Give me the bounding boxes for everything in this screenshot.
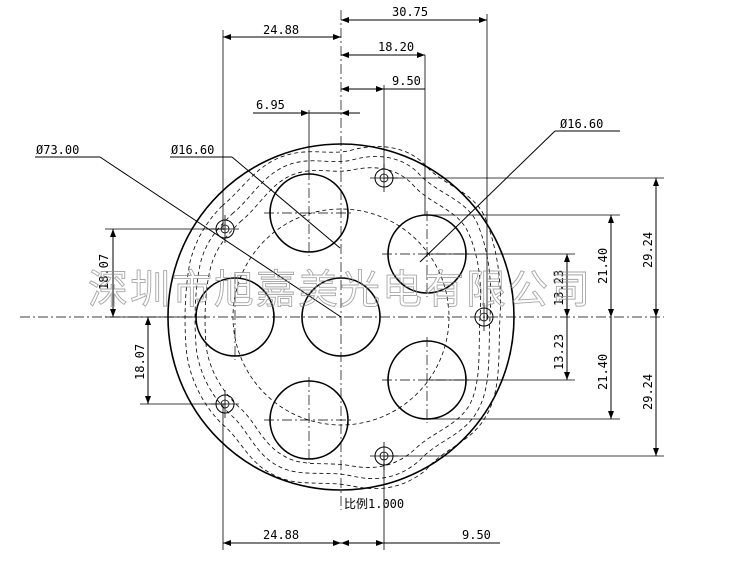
left-dimension-lines: [105, 228, 225, 405]
dim-30-75: 30.75: [392, 5, 428, 19]
dim-13-23-bottom: 13.23: [552, 334, 566, 370]
hole-center: [301, 277, 381, 357]
dim-9-50-bottom: 9.50: [462, 528, 491, 542]
dim-18-07-bottom: 18.07: [133, 344, 147, 380]
bottom-dimension-lines: [222, 404, 500, 550]
dim-diameter-73: Ø73.00: [36, 143, 79, 157]
inner-contour-dashed-2: [204, 167, 482, 468]
dim-18-07-top: 18.07: [97, 254, 111, 290]
dim-6-95: 6.95: [256, 98, 285, 112]
dim-24-88-top: 24.88: [263, 23, 299, 37]
inner-contour-dashed-3: [184, 146, 501, 489]
dim-21-40-bottom: 21.40: [596, 354, 610, 390]
dim-29-24-top: 29.24: [641, 232, 655, 268]
dim-diameter-16-60-left: Ø16.60: [171, 143, 214, 157]
dim-29-24-bottom: 29.24: [641, 374, 655, 410]
diameter-leaders: [35, 130, 620, 318]
watermark-text: 深圳市旭嘉美光电有限公司: [88, 267, 592, 313]
dim-9-50-top: 9.50: [392, 74, 421, 88]
dim-21-40-top: 21.40: [596, 248, 610, 284]
right-dimension-lines: [384, 177, 664, 457]
top-dimension-lines: [222, 14, 488, 320]
dim-13-23-top: 13.23: [552, 270, 566, 306]
scale-label: 比例1.000: [344, 497, 404, 511]
dim-diameter-16-60-right: Ø16.60: [560, 117, 603, 131]
inner-contour-dashed-1: [194, 156, 492, 479]
dim-24-88-bottom: 24.88: [263, 528, 299, 542]
dim-18-20: 18.20: [378, 40, 414, 54]
